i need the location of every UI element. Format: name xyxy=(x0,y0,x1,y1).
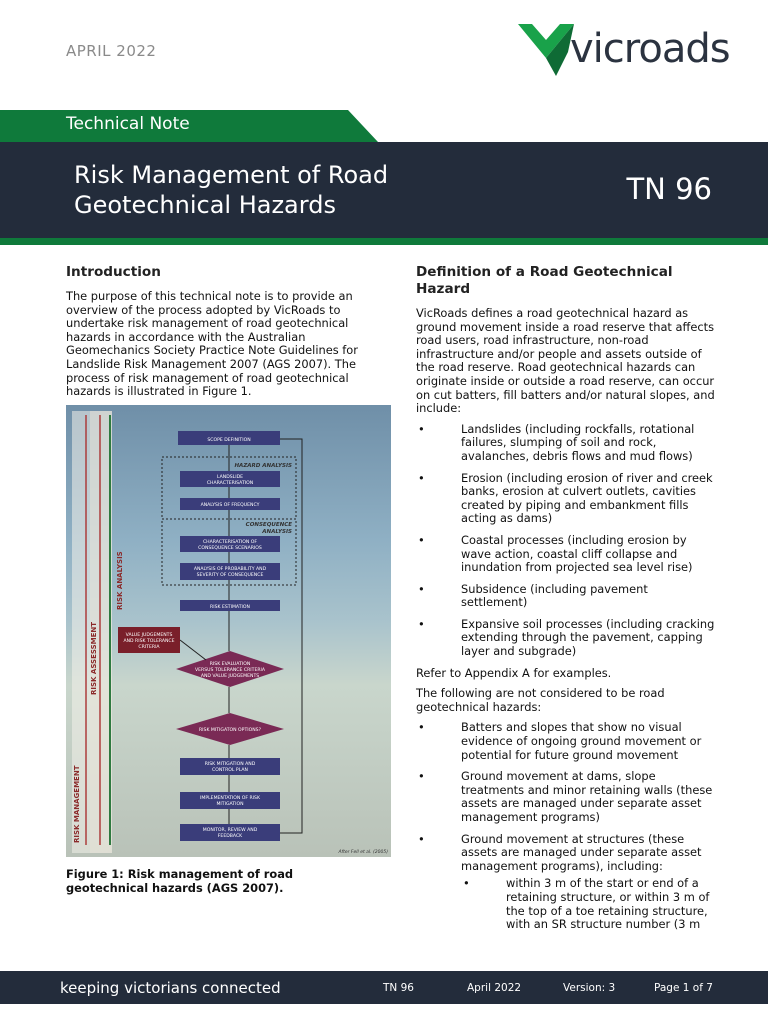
frequency-box xyxy=(180,498,280,510)
appendix-reference: Refer to Appendix A for examples. xyxy=(416,665,612,680)
logo-chevron-light xyxy=(502,24,574,58)
structure-sub-list: within 3 m of the start or end of a reta… xyxy=(461,877,716,931)
list-item: Ground movement at structures (these ass… xyxy=(416,831,716,932)
landslide-text-2: CHARACTERISATION xyxy=(207,480,253,486)
implementation-text-2: MITIGATION xyxy=(216,801,243,807)
exclusion-list: Batters and slopes that show no visual e… xyxy=(416,721,716,931)
vicroads-logo xyxy=(502,24,574,76)
monitor-text-2: FEEDBACK xyxy=(218,833,243,839)
risk-analysis-label: RISK ANALYSIS xyxy=(116,551,124,610)
risk-estimation-text: RISK ESTIMATION xyxy=(210,604,250,610)
consequence-analysis-label-2: ANALYSIS xyxy=(261,529,292,535)
footer-tn: TN 96 xyxy=(383,982,414,994)
footer-version: Version: 3 xyxy=(563,982,616,994)
frequency-text: ANALYSIS OF FREQUENCY xyxy=(201,502,260,508)
value-judgements-text-1: VALUE JUDGEMENTS xyxy=(126,632,173,638)
title-divider xyxy=(0,238,768,245)
mitigation-options-text: RISK MITIGATON OPTIONS? xyxy=(199,727,262,733)
risk-management-figure: RISK MANAGEMENT RISK ASSESSMENT RISK ANA… xyxy=(66,405,391,857)
title-line-1: Risk Management of Road xyxy=(74,161,389,189)
mitigation-plan-text-1: RISK MITIGATION AND xyxy=(205,761,256,767)
probability-text-1: ANALYSIS OF PROBABILITY AND xyxy=(194,566,267,572)
flowchart: RISK MANAGEMENT RISK ASSESSMENT RISK ANA… xyxy=(72,411,388,855)
consequence-text-1: CHARACTERISATION OF xyxy=(203,539,257,545)
title-band: Risk Management of Road Geotechnical Haz… xyxy=(0,142,768,238)
probability-box xyxy=(180,563,280,580)
risk-assessment-label: RISK ASSESSMENT xyxy=(90,622,98,695)
issue-date: APRIL 2022 xyxy=(66,42,157,60)
definition-body: VicRoads defines a road geotechnical haz… xyxy=(416,306,715,416)
risk-evaluation-text-3: AND VALUE JUDGEMENTS xyxy=(201,673,259,679)
mitigation-options-diamond xyxy=(176,713,284,745)
list-item: Batters and slopes that show no visual e… xyxy=(416,721,716,762)
figure-source-note: After Fell et al. (2005) xyxy=(337,849,388,855)
logo-chevron-dark xyxy=(546,24,574,76)
list-item-text: Ground movement at structures (these ass… xyxy=(461,831,702,873)
introduction-section: Introduction The purpose of this technic… xyxy=(66,264,366,406)
introduction-body: The purpose of this technical note is to… xyxy=(66,289,358,399)
title-line-2: Geotechnical Hazards xyxy=(74,191,336,219)
definition-section: Definition of a Road Geotechnical Hazard… xyxy=(416,264,716,940)
scope-box xyxy=(178,431,280,445)
list-item: Landslides (including rockfalls, rotatio… xyxy=(416,422,716,464)
monitor-box xyxy=(180,824,280,841)
hazard-analysis-label: HAZARD ANALYSIS xyxy=(234,463,292,469)
connectors xyxy=(179,438,303,834)
document-type-label: Technical Note xyxy=(66,114,190,134)
not-considered-intro: The following are not considered to be r… xyxy=(416,686,665,714)
landslide-box xyxy=(180,471,280,487)
document-title: Risk Management of Road Geotechnical Haz… xyxy=(74,160,494,220)
monitor-text-1: MONITOR, REVIEW AND xyxy=(203,827,258,833)
landslide-text-1: LANDSLIDE xyxy=(217,474,243,480)
mitigation-plan-box xyxy=(180,758,280,775)
introduction-heading: Introduction xyxy=(66,264,161,280)
definition-heading: Definition of a Road Geotechnical Hazard xyxy=(416,264,673,297)
risk-estimation-box xyxy=(180,600,280,611)
consequence-scenarios-box xyxy=(180,536,280,552)
footer-slogan: keeping victorians connected xyxy=(60,979,281,997)
figure-caption: Figure 1: Risk management of road geotec… xyxy=(66,867,294,895)
risk-management-label: RISK MANAGEMENT xyxy=(73,765,81,843)
risk-evaluation-text-2: VERSUS TOLERANCE CRITERIA xyxy=(195,667,266,673)
list-item: Ground movement at dams, slope treatment… xyxy=(416,769,716,824)
list-item: Expansive soil processes (including crac… xyxy=(416,617,716,659)
mitigation-plan-text-2: CONTROL PLAN xyxy=(212,767,248,773)
list-item: Erosion (including erosion of river and … xyxy=(416,471,716,526)
implementation-box xyxy=(180,792,280,809)
scope-text: SCOPE DEFINITION xyxy=(207,437,250,443)
risk-evaluation-diamond xyxy=(176,651,284,687)
consequence-analysis-label-1: CONSEQUENCE xyxy=(246,522,293,528)
value-judgements-text-3: CRITERIA xyxy=(138,644,160,650)
technical-note-number: TN 96 xyxy=(626,172,712,206)
logo-text: vicroads xyxy=(570,26,731,72)
value-judgements-box xyxy=(118,627,180,653)
consequence-text-2: CONSEQUENCE SCENARIOS xyxy=(198,545,262,551)
list-item: Coastal processes (including erosion by … xyxy=(416,533,716,575)
sub-list-item: within 3 m of the start or end of a reta… xyxy=(461,877,716,931)
value-judgements-text-2: AND RISK TOLERANCE xyxy=(123,638,174,644)
flow-labels: SCOPE DEFINITION LANDSLIDE CHARACTERISAT… xyxy=(123,437,266,839)
hazard-analysis-box xyxy=(161,456,297,520)
risk-evaluation-text-1: RISK EVALUATION xyxy=(210,661,251,667)
document-type-tab: Technical Note xyxy=(0,110,378,142)
probability-text-2: SEVERITY OF CONSEQUENCE xyxy=(197,572,264,578)
flow-boxes xyxy=(178,431,280,841)
list-item: Subsidence (including pavement settlemen… xyxy=(416,582,716,610)
footer-page: Page 1 of 7 xyxy=(654,982,713,994)
implementation-text-1: IMPLEMENTATION OF RISK xyxy=(200,795,261,801)
page-footer: keeping victorians connected TN 96 April… xyxy=(0,971,768,1004)
footer-date: April 2022 xyxy=(467,982,522,994)
hazard-list: Landslides (including rockfalls, rotatio… xyxy=(416,422,716,659)
